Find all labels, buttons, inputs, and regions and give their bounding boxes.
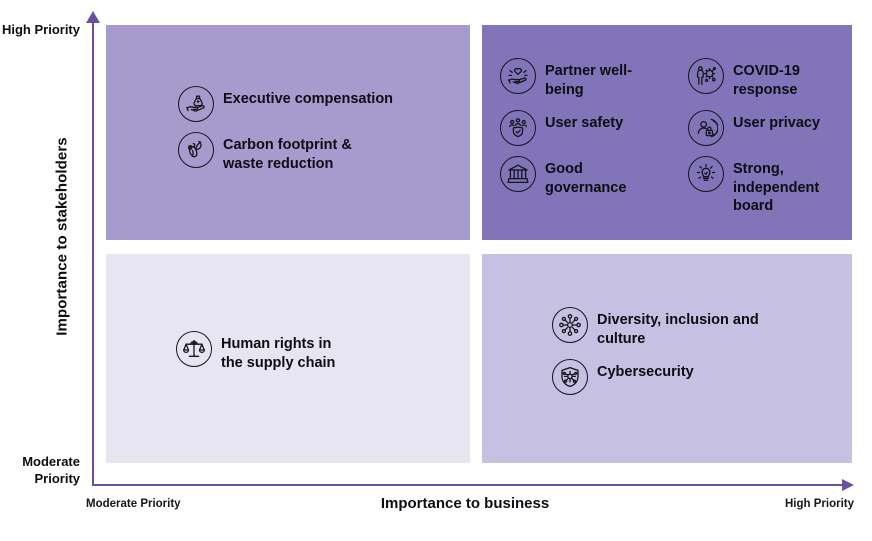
x-axis-arrow-icon — [842, 479, 854, 491]
bank-building-icon — [500, 155, 536, 192]
diversity-network-icon — [552, 307, 588, 343]
matrix-item-label: Strong, independent board — [733, 160, 820, 215]
matrix-item: Cybersecurity — [552, 358, 759, 395]
hand-money-icon — [178, 86, 214, 122]
scales-balance-icon — [176, 331, 212, 367]
matrix-item: Partner well- being — [500, 58, 632, 100]
x-axis-line — [92, 484, 844, 486]
matrix-item: Executive compensation — [178, 86, 393, 122]
hand-heart-icon — [500, 58, 536, 94]
matrix-item: Strong, independent board — [688, 155, 820, 217]
matrix-item-label: Human rights in the supply chain — [221, 336, 336, 371]
matrix-item: COVID-19 response — [688, 58, 820, 100]
matrix-item: User safety — [500, 109, 632, 146]
matrix-item: User privacy — [688, 109, 821, 146]
matrix-item-label: Partner well- being — [545, 63, 633, 98]
matrix-item-label: User safety — [545, 114, 624, 131]
quadrant-top-right — [482, 25, 852, 240]
x-axis-low-label: Moderate Priority — [86, 498, 181, 510]
matrix-item-label: Diversity, inclusion and culture — [597, 312, 759, 347]
hand-bulb-icon — [688, 155, 724, 192]
y-axis-arrow-icon — [86, 11, 100, 23]
quadrant-top-left — [106, 25, 470, 240]
person-lock-icon — [688, 109, 724, 146]
quadrant-bottom-left — [106, 254, 470, 463]
shield-network-icon — [552, 358, 588, 395]
y-axis-high-label: High Priority — [1, 22, 80, 37]
y-axis-low-label: Moderate Priority — [22, 454, 80, 486]
x-axis-title: Importance to business — [380, 495, 550, 512]
quadrant-bottom-right — [482, 254, 852, 463]
x-axis-high-label: High Priority — [784, 498, 854, 510]
y-axis-title: Importance to stakeholders — [53, 137, 71, 336]
matrix-item-label: Executive compensation — [223, 91, 394, 107]
matrix-item-label: Cybersecurity — [597, 363, 694, 380]
matrix-item-label: Carbon footprint & waste reduction — [223, 137, 352, 172]
matrix-item: Carbon footprint & waste reduction — [178, 132, 393, 174]
people-shield-icon — [500, 109, 536, 146]
bottom-left-item-list: Human rights in the supply chain — [176, 331, 335, 373]
person-virus-icon — [688, 58, 724, 94]
y-axis-line — [92, 22, 94, 486]
footprint-leaf-icon — [178, 132, 214, 168]
matrix-item-label: COVID-19 response — [733, 63, 800, 98]
matrix-item: Diversity, inclusion and culture — [552, 307, 759, 349]
matrix-item: Human rights in the supply chain — [176, 331, 335, 373]
matrix-item: Good governance — [500, 155, 632, 198]
matrix-item-label: User privacy — [733, 114, 821, 131]
matrix-item-label: Good governance — [545, 160, 627, 196]
